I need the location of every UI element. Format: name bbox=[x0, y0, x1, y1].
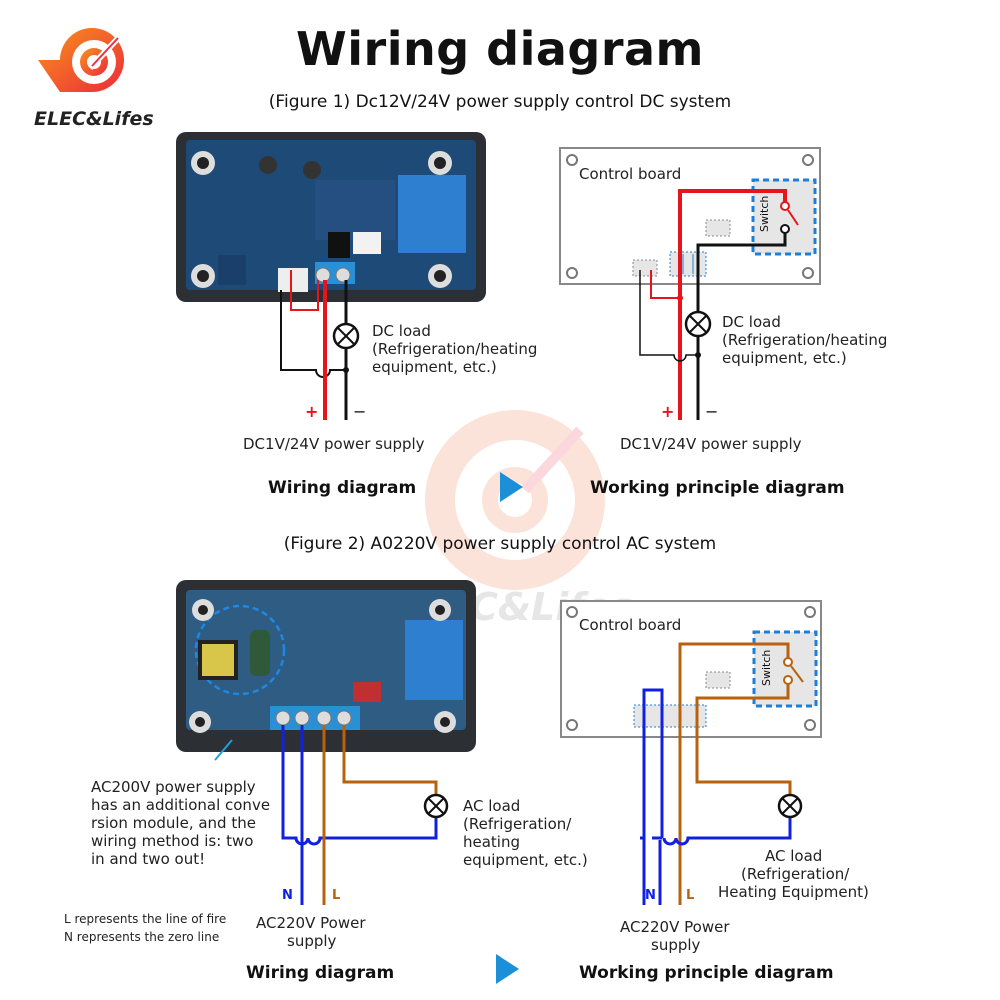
f2-principle-supply1: AC220V Power bbox=[620, 918, 730, 936]
f2-principle-supply2: supply bbox=[651, 936, 701, 954]
f2-board-label: Control board bbox=[579, 616, 682, 634]
f2-wiring-load-desc2: heating bbox=[463, 833, 521, 851]
figure2-control-board bbox=[560, 600, 822, 738]
f2-legend-n: N represents the zero line bbox=[64, 930, 220, 944]
f2-note-line2: has an additional conve bbox=[91, 796, 271, 814]
f1-wiring-supply: DC1V/24V power supply bbox=[243, 435, 425, 453]
f2-note-line3: rsion module, and the bbox=[91, 814, 256, 832]
f1-principle-load-desc1: (Refrigeration/heating bbox=[722, 331, 888, 349]
figure2-pcb-photo bbox=[176, 580, 476, 761]
f1-wiring-plus: + bbox=[305, 402, 319, 421]
figure1-wiring-wires bbox=[280, 270, 360, 420]
arrow-right-icon bbox=[496, 954, 519, 984]
f1-board-label: Control board bbox=[579, 165, 682, 183]
f2-principle-load-title: AC load bbox=[765, 847, 823, 865]
f2-wiring-load-desc3: equipment, etc.) bbox=[463, 851, 588, 869]
f2-wiring-supply2: supply bbox=[287, 932, 337, 950]
f1-wiring-diagram-label: Wiring diagram bbox=[268, 478, 417, 498]
f2-principle-diagram-label: Working principle diagram bbox=[579, 963, 834, 983]
f2-principle-load-desc2: Heating Equipment) bbox=[718, 883, 869, 901]
f2-principle-n: N bbox=[645, 888, 656, 903]
f2-note-line4: wiring method is: two bbox=[91, 832, 254, 850]
figure1-pcb-photo bbox=[176, 132, 486, 302]
f2-wiring-load-desc1: (Refrigeration/ bbox=[463, 815, 572, 833]
f1-principle-supply: DC1V/24V power supply bbox=[620, 435, 802, 453]
f2-principle-load-desc1: (Refrigeration/ bbox=[741, 865, 850, 883]
f2-wiring-diagram-label: Wiring diagram bbox=[246, 963, 395, 983]
figure1-caption: (Figure 1) Dc12V/24V power supply contro… bbox=[268, 92, 732, 112]
brand-logo-icon bbox=[38, 28, 125, 92]
f2-wiring-n: N bbox=[282, 888, 293, 903]
f2-legend-l: L represents the line of fire bbox=[64, 912, 227, 926]
figure2-principle-wires bbox=[640, 642, 804, 905]
f1-wiring-minus: − bbox=[353, 402, 367, 421]
figure2-wiring-wires bbox=[281, 725, 449, 905]
f1-wiring-load-desc2: equipment, etc.) bbox=[372, 358, 497, 376]
f1-principle-plus: + bbox=[661, 402, 675, 421]
brand-name: ELEC&Lifes bbox=[34, 108, 154, 130]
f2-principle-l: L bbox=[686, 888, 695, 903]
f2-note-line5: in and two out! bbox=[91, 850, 206, 868]
f2-wiring-load-title: AC load bbox=[463, 797, 521, 815]
f2-switch-label: Switch bbox=[760, 649, 773, 686]
f1-principle-minus: − bbox=[705, 402, 719, 421]
f2-note-line1: AC200V power supply bbox=[91, 778, 256, 796]
figure1-principle-wires bbox=[639, 189, 799, 420]
watermark-logo-icon bbox=[425, 410, 605, 590]
f1-principle-load-desc2: equipment, etc.) bbox=[722, 349, 847, 367]
f1-wiring-load-desc1: (Refrigeration/heating bbox=[372, 340, 538, 358]
f1-principle-load-title: DC load bbox=[722, 313, 781, 331]
f2-wiring-supply1: AC220V Power bbox=[256, 914, 366, 932]
f1-switch-label: Switch bbox=[758, 195, 771, 232]
f2-wiring-l: L bbox=[332, 888, 341, 903]
page-title: Wiring diagram bbox=[296, 22, 704, 76]
figure2-caption: (Figure 2) A0220V power supply control A… bbox=[283, 534, 717, 554]
f1-wiring-load-title: DC load bbox=[372, 322, 431, 340]
arrow-right-icon bbox=[500, 472, 523, 502]
f1-principle-diagram-label: Working principle diagram bbox=[590, 478, 845, 498]
